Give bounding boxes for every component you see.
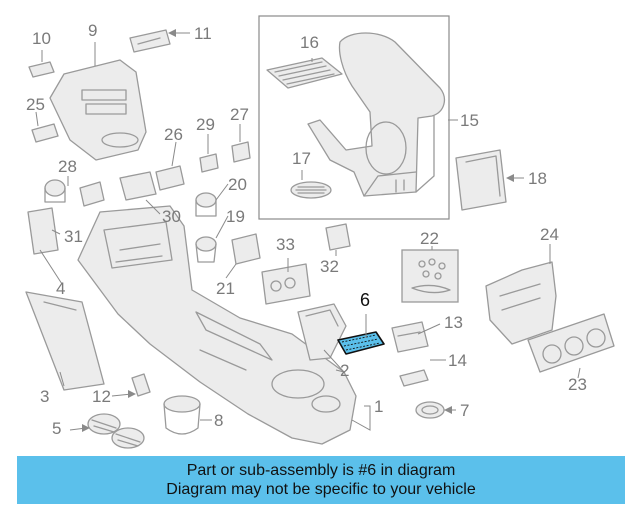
part-9-center-bezel <box>49 59 147 161</box>
part-31-socket <box>44 179 66 203</box>
callout-24: 24 <box>540 225 559 244</box>
callout-8: 8 <box>214 411 223 430</box>
leader-lines <box>35 29 581 432</box>
part-2-insert-frame <box>297 303 347 361</box>
part-7-grommet <box>415 401 445 419</box>
callout-2: 2 <box>340 361 349 380</box>
caption-part-line: Part or sub-assembly is #6 in diagram <box>186 462 456 479</box>
part-17-vent-grille <box>290 181 332 199</box>
part-33-control-panel <box>261 263 311 305</box>
callout-21: 21 <box>216 279 235 298</box>
part-26-switch <box>155 165 185 191</box>
callout-27: 27 <box>230 105 249 124</box>
callout-23: 23 <box>568 375 587 394</box>
callout-5: 5 <box>52 419 61 438</box>
callout-6-highlighted: 6 <box>360 290 370 310</box>
callout-25: 25 <box>26 95 45 114</box>
callout-19: 19 <box>226 207 245 226</box>
callout-14: 14 <box>448 351 467 370</box>
part-3-side-panel <box>25 291 105 391</box>
caption-bar: Part or sub-assembly is #6 in diagram Di… <box>17 456 625 504</box>
part-5-grille-mat <box>87 413 145 449</box>
callout-7: 7 <box>460 401 469 420</box>
callout-9: 9 <box>88 21 97 40</box>
part-32-switch <box>325 223 351 251</box>
callout-31: 31 <box>64 227 83 246</box>
callout-15: 15 <box>460 111 479 130</box>
callout-13: 13 <box>444 313 463 332</box>
part-12-clip <box>131 373 151 397</box>
callout-26: 26 <box>164 125 183 144</box>
part-16-armrest-pad <box>266 57 343 89</box>
callout-3: 3 <box>40 387 49 406</box>
callout-17: 17 <box>292 149 311 168</box>
part-10-clip <box>28 61 55 78</box>
callout-1: 1 <box>374 397 383 416</box>
part-29-switch <box>199 153 219 173</box>
callout-10: 10 <box>32 29 51 48</box>
callout-16: 16 <box>300 33 319 52</box>
callout-4: 4 <box>56 279 65 298</box>
callout-32: 32 <box>320 257 339 276</box>
part-13-bracket <box>391 321 429 353</box>
part-24-bracket-assembly <box>485 261 557 345</box>
callout-29: 29 <box>196 115 215 134</box>
exploded-parts-diagram: 10 9 11 25 27 29 26 28 20 30 19 31 33 32… <box>25 15 615 449</box>
part-19-socket <box>195 236 217 263</box>
callout-28: 28 <box>58 157 77 176</box>
part-23-climate-control <box>527 313 615 373</box>
part-27-switch <box>231 141 251 163</box>
callout-18: 18 <box>528 169 547 188</box>
callout-22: 22 <box>420 229 439 248</box>
part-18-cover <box>455 149 507 211</box>
callout-33: 33 <box>276 235 295 254</box>
part-30-switch <box>119 171 157 201</box>
part-8-cup-insert <box>163 395 201 435</box>
callout-30: 30 <box>162 207 181 226</box>
part-28-switch <box>79 181 105 207</box>
part-22-mat-set <box>401 249 459 303</box>
part-15-armrest <box>307 32 446 197</box>
part-11-trim-strip <box>129 29 171 53</box>
caption-disclaimer-line: Diagram may not be specific to your vehi… <box>166 481 476 498</box>
part-6-mat-highlighted <box>337 331 385 355</box>
part-1-center-console <box>77 205 357 445</box>
callout-11: 11 <box>194 24 212 43</box>
callout-20: 20 <box>228 175 247 194</box>
callout-12: 12 <box>92 387 111 406</box>
part-20-lighter <box>195 192 217 217</box>
armrest-inset-box <box>258 15 450 220</box>
callout-labels: 10 9 11 25 27 29 26 28 20 30 19 31 33 32… <box>26 21 587 438</box>
part-21-switch <box>231 233 261 265</box>
part-25-switch <box>31 123 59 143</box>
part-4-bracket <box>27 207 59 255</box>
part-14-clip <box>399 369 429 387</box>
